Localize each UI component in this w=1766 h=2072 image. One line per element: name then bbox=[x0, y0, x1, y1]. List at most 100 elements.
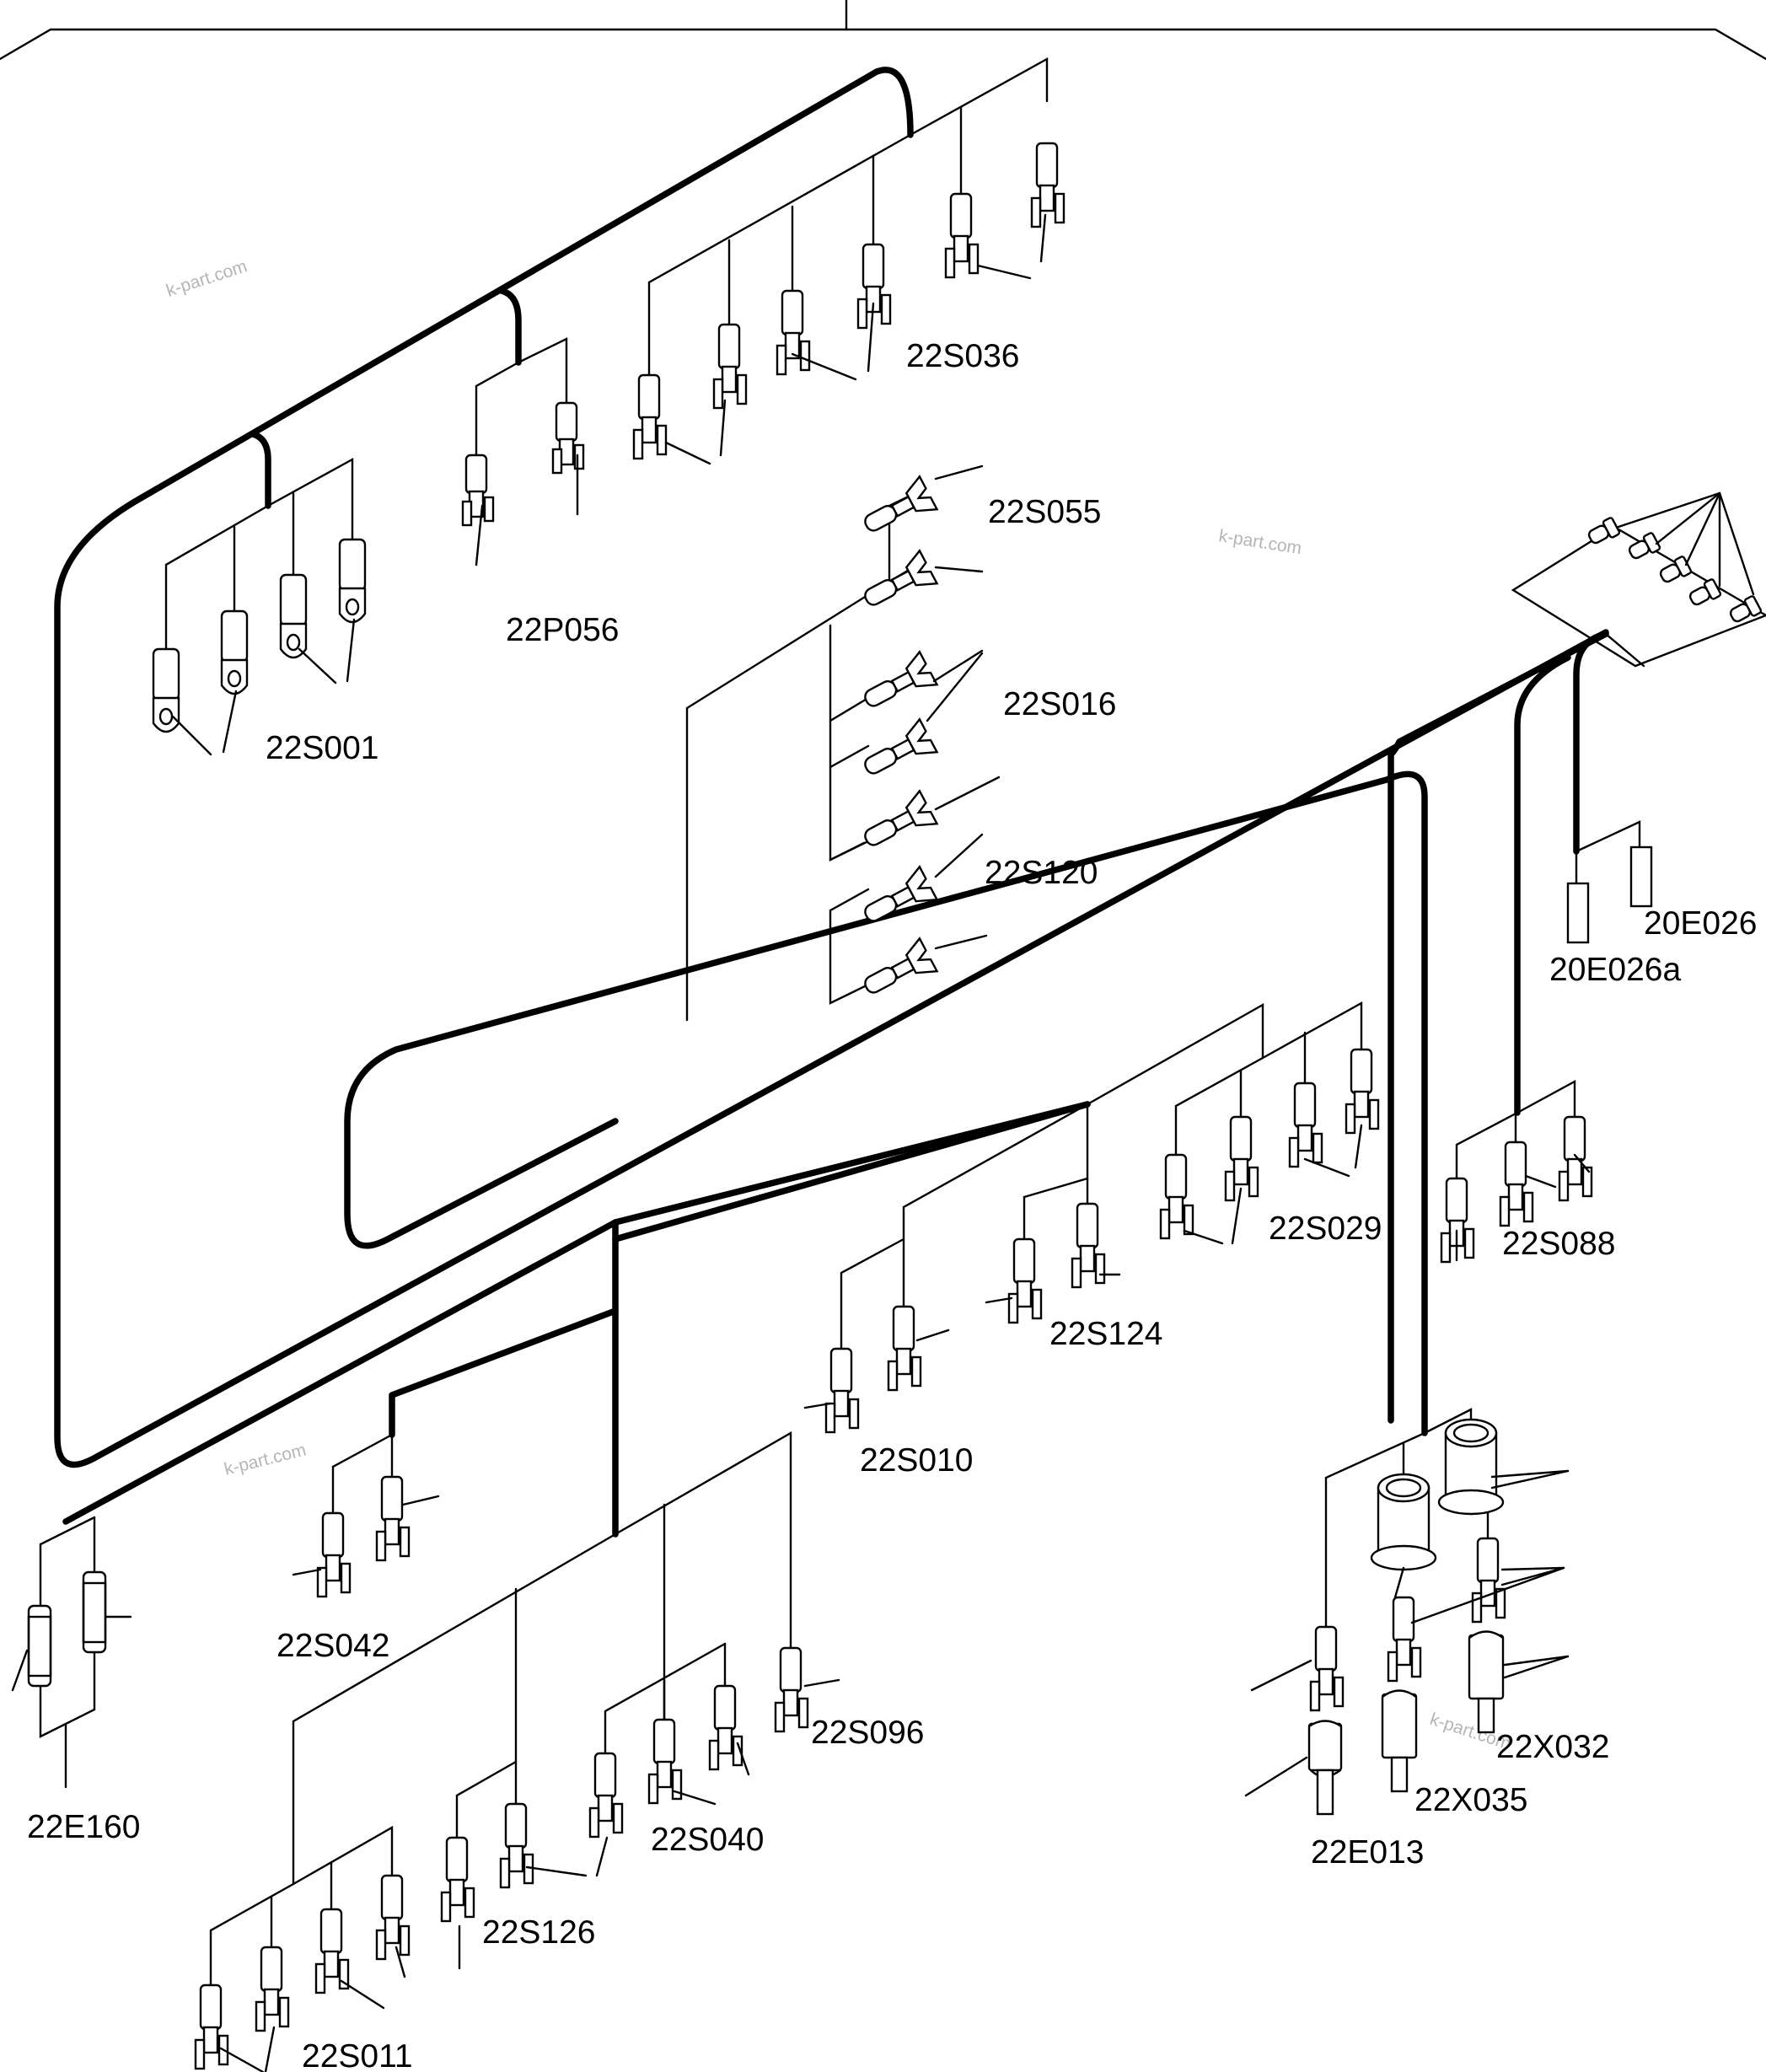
connector-22x-2 bbox=[1471, 1537, 1506, 1624]
terminal-22s016-2 bbox=[864, 717, 939, 775]
group-22s036: 22S036 bbox=[632, 56, 1066, 465]
label-22s029: 22S029 bbox=[1269, 1210, 1382, 1247]
harness-22s042 bbox=[389, 1307, 619, 1438]
watermark-2: k-part.com bbox=[1217, 526, 1303, 558]
fuse-22e160-2 bbox=[82, 1570, 107, 1654]
group-22s042: 22S042 bbox=[276, 1433, 440, 1664]
watermarks: k-part.com k-part.com k-part.com k-part.… bbox=[164, 256, 1512, 1753]
harness-main-loop bbox=[54, 67, 1609, 1468]
label-22x035: 22X035 bbox=[1414, 1782, 1527, 1818]
frame-border bbox=[0, 0, 1766, 61]
connector-22s011-1 bbox=[194, 1983, 229, 2070]
harness-e026 bbox=[1573, 631, 1609, 855]
connector-22s029-1 bbox=[1159, 1153, 1194, 1240]
plug-22x035 bbox=[1381, 1689, 1418, 1793]
label-22s016: 22S016 bbox=[1003, 686, 1116, 722]
harness-inner-loop bbox=[344, 770, 1428, 1436]
bolt-4 bbox=[1688, 578, 1722, 606]
lug-22s001-1 bbox=[152, 647, 180, 733]
label-22s040: 22S040 bbox=[651, 1822, 764, 1858]
lug-22s001-2 bbox=[220, 609, 249, 695]
connector-22s042-2 bbox=[375, 1475, 411, 1562]
connector-22x-1 bbox=[1387, 1596, 1422, 1683]
connector-22s036-1 bbox=[632, 373, 668, 460]
connector-22s124-2 bbox=[1071, 1202, 1106, 1289]
group-lower-tree: 22S096 22S040 2 bbox=[194, 1431, 924, 2072]
harness-branch-22p056 bbox=[498, 287, 522, 366]
terminal-22s055-1 bbox=[864, 475, 939, 532]
label-22s055: 22S055 bbox=[988, 494, 1101, 530]
label-22s042: 22S042 bbox=[276, 1628, 389, 1664]
lug-22s001-3 bbox=[279, 573, 308, 659]
terminal-22s055-2 bbox=[864, 549, 939, 606]
connector-22s011-3 bbox=[314, 1908, 350, 1994]
bolt-3 bbox=[1659, 556, 1693, 583]
group-20e026: 20E026 20E026a bbox=[1549, 820, 1757, 988]
connector-22s040-2 bbox=[647, 1718, 683, 1805]
connector-22p056-2 bbox=[551, 401, 585, 475]
bolt-1 bbox=[1587, 517, 1621, 545]
group-22e160: 22E160 bbox=[11, 1516, 140, 1845]
bolt-5 bbox=[1729, 595, 1763, 623]
connector-22s126-1 bbox=[440, 1836, 475, 1923]
connector-22s124-1 bbox=[1007, 1237, 1043, 1324]
plug-22x032 bbox=[1468, 1630, 1505, 1734]
connector-22s040-3 bbox=[708, 1684, 743, 1771]
group-22s055-s016-s120: 22S055 22S016 22S120 bbox=[685, 464, 1116, 1022]
connector-22s010-1 bbox=[824, 1347, 860, 1434]
plug-20e026a bbox=[1566, 882, 1590, 944]
relay-cap-2 bbox=[1437, 1418, 1505, 1516]
connector-22s126-2 bbox=[499, 1802, 534, 1889]
connector-22s011-4 bbox=[375, 1874, 411, 1961]
connector-22s029-3 bbox=[1288, 1082, 1323, 1168]
label-22s120: 22S120 bbox=[985, 855, 1098, 891]
connector-22s096 bbox=[774, 1646, 809, 1733]
harness-fan-22s029 bbox=[612, 1101, 1091, 1243]
group-22s029-s124-s010: 22S029 22S124 22S010 bbox=[803, 1001, 1382, 1479]
group-22s088: 22S088 bbox=[1440, 1079, 1615, 1264]
group-22e013-x035-x032: 22X032 22X035 22E013 bbox=[1244, 1408, 1609, 1871]
terminal-22s016-1 bbox=[864, 650, 939, 707]
connector-22s036-6 bbox=[1030, 142, 1066, 228]
label-22s096: 22S096 bbox=[811, 1715, 924, 1751]
label-20e026: 20E026 bbox=[1644, 905, 1757, 942]
harness-loop-22s120 bbox=[1388, 631, 1609, 1424]
connector-22s040-1 bbox=[588, 1752, 624, 1838]
label-22x032: 22X032 bbox=[1496, 1729, 1609, 1765]
connector-22s036-5 bbox=[944, 192, 980, 279]
label-22s001: 22S001 bbox=[266, 730, 378, 766]
terminal-22s120-2 bbox=[864, 937, 939, 994]
label-22e160: 22E160 bbox=[27, 1809, 140, 1845]
connector-22s036-2 bbox=[712, 323, 748, 410]
label-22s036: 22S036 bbox=[906, 338, 1019, 374]
connector-22e013-terminal bbox=[1309, 1625, 1345, 1712]
group-bolts bbox=[1511, 491, 1766, 668]
connector-22s029-4 bbox=[1345, 1048, 1380, 1135]
lug-22s001-4 bbox=[338, 538, 367, 624]
terminal-22s120-1 bbox=[864, 865, 939, 922]
label-22p056: 22P056 bbox=[506, 612, 619, 648]
plug-20e026 bbox=[1629, 845, 1653, 908]
connector-22p056-1 bbox=[461, 454, 495, 527]
terminal-22s016-3 bbox=[864, 789, 939, 846]
group-22s001: 22S001 bbox=[152, 457, 378, 766]
connector-22s088-3 bbox=[1558, 1115, 1593, 1202]
harness-22s088 bbox=[1514, 654, 1571, 1116]
connector-22s036-3 bbox=[776, 289, 811, 376]
connector-22s036-4 bbox=[856, 243, 892, 330]
label-22s126: 22S126 bbox=[482, 1914, 595, 1951]
plug-22e013 bbox=[1307, 1720, 1343, 1816]
label-22s011: 22S011 bbox=[302, 2038, 413, 2072]
label-22s088: 22S088 bbox=[1502, 1226, 1615, 1262]
connector-22s011-2 bbox=[255, 1946, 290, 2032]
label-22s010: 22S010 bbox=[860, 1442, 973, 1479]
bolt-2 bbox=[1628, 532, 1661, 560]
connector-22s042-1 bbox=[316, 1511, 352, 1598]
label-20e026a: 20E026a bbox=[1549, 952, 1681, 988]
label-22e013: 22E013 bbox=[1311, 1834, 1424, 1871]
relay-cap-1 bbox=[1370, 1473, 1437, 1571]
harness-branch-22s001 bbox=[250, 431, 271, 509]
fuse-22e160-1 bbox=[27, 1604, 52, 1688]
connector-22s010-2 bbox=[887, 1305, 922, 1392]
